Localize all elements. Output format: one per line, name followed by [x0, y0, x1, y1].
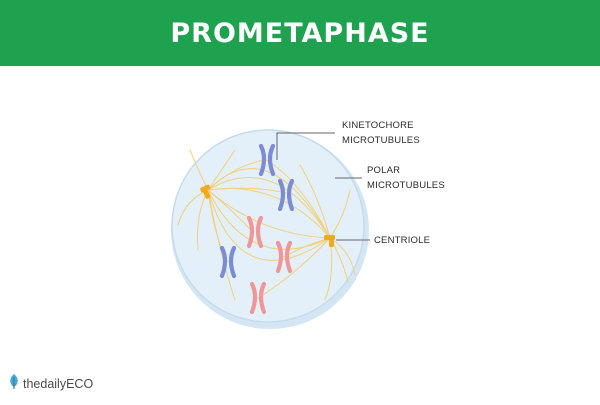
polar-microtubule	[207, 177, 331, 239]
kinetochore-microtubules-label: KINETOCHORE MICROTUBULES	[342, 118, 420, 148]
kinetochore-microtubule	[265, 159, 331, 239]
polar-label-line1: POLAR	[367, 165, 401, 176]
diagram-area	[0, 66, 600, 400]
centriole-left	[200, 184, 211, 199]
header-banner: PROMETAPHASE	[0, 0, 600, 66]
leader-lines	[276, 132, 370, 241]
astral-microtubule	[329, 189, 351, 239]
microtubules	[177, 149, 356, 301]
polar-microtubule	[207, 189, 331, 261]
prometaphase-diagram	[171, 129, 370, 329]
astral-microtubule	[299, 164, 331, 239]
page-title: PROMETAPHASE	[170, 17, 430, 49]
leaf-icon	[8, 373, 20, 395]
polar-microtubules-label: POLAR MICROTUBULES	[367, 163, 445, 193]
polar-label-line2: MICROTUBULES	[367, 180, 445, 191]
kinetochore-microtubule	[207, 189, 254, 233]
brand-name: thedailyECO	[23, 377, 94, 391]
kinetochore-microtubule	[207, 187, 287, 194]
astral-microtubule	[207, 149, 236, 191]
kinetochore-label-line1: KINETOCHORE	[342, 120, 414, 131]
centriole-label-text: CENTRIOLE	[374, 235, 431, 246]
kinetochore-leader-line	[276, 132, 335, 160]
kinetochore-microtubule	[257, 237, 331, 299]
kinetochore-microtubule	[207, 159, 266, 191]
brand-logo: thedailyECO	[8, 374, 93, 394]
kinetochore-label-line2: MICROTUBULES	[342, 135, 420, 146]
polar-microtubule	[207, 189, 331, 239]
centriole-right	[324, 235, 335, 247]
centriole-label: CENTRIOLE	[374, 233, 430, 248]
